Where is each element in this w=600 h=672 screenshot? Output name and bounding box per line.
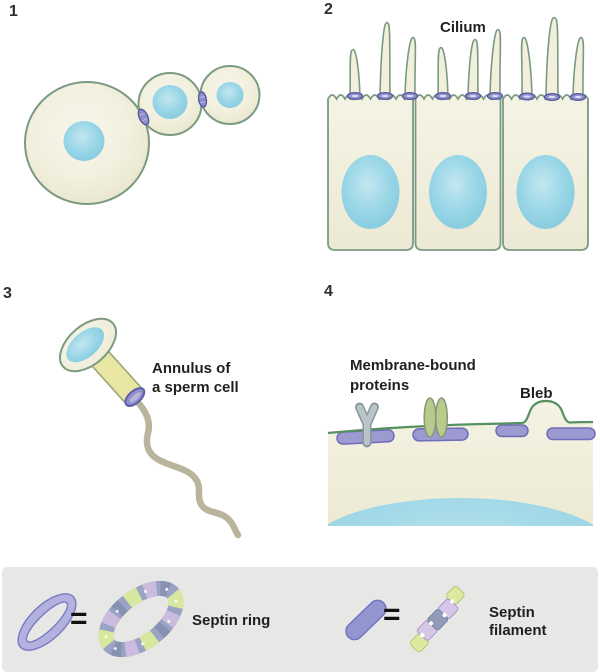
cilium xyxy=(379,21,391,100)
nucleus xyxy=(328,498,593,526)
septin-filaments xyxy=(336,424,596,445)
plasma-membrane xyxy=(327,399,594,435)
panel-1-number: 1 xyxy=(9,3,18,20)
cilium xyxy=(520,36,533,100)
equals-sign: = xyxy=(70,602,88,635)
cilium xyxy=(349,48,361,100)
panel-4-number: 4 xyxy=(324,283,333,300)
membrane-proteins-label-line1: Membrane-bound xyxy=(350,357,476,374)
cilium xyxy=(404,36,417,100)
septin-ring-label: Septin ring xyxy=(192,612,271,629)
septin-rings-cilia-base xyxy=(346,91,587,102)
cilium xyxy=(572,36,585,100)
annulus-label-line2: a sperm cell xyxy=(152,379,239,396)
septin-filament-label-line2: filament xyxy=(489,622,547,639)
septin-ring-structure xyxy=(98,580,184,658)
septin-ring-bud-neck xyxy=(197,91,208,108)
nucleus xyxy=(63,121,105,161)
receptor-protein xyxy=(355,402,379,448)
budding-yeast-illustration xyxy=(24,65,261,205)
ciliated-epithelium-illustration xyxy=(327,16,589,251)
equals-sign: = xyxy=(383,598,401,631)
sperm-head xyxy=(59,317,117,373)
annulus-septin-ring xyxy=(124,387,146,407)
septin-filament xyxy=(495,424,529,438)
panel-2-number: 2 xyxy=(324,1,333,18)
cilium xyxy=(545,16,559,100)
septin-filament-symbol xyxy=(345,599,387,641)
septin-ring-symbol xyxy=(17,593,77,651)
legend xyxy=(2,567,598,672)
nucleus xyxy=(66,327,105,363)
membrane-protein xyxy=(434,397,449,438)
membrane-protein xyxy=(423,397,437,438)
membrane-illustration xyxy=(327,397,596,526)
nuclei xyxy=(341,155,575,229)
annulus-label-line1: Annulus of xyxy=(152,360,231,377)
membrane-proteins-label-line2: proteins xyxy=(350,377,410,394)
nucleus xyxy=(152,85,188,119)
panel-3-number: 3 xyxy=(3,285,12,302)
sperm-tail xyxy=(132,396,242,539)
nucleus xyxy=(216,82,244,108)
cilium xyxy=(467,38,479,100)
bleb-label: Bleb xyxy=(520,385,553,402)
septin-ring-bud-neck xyxy=(137,108,150,126)
septin-filament-structure xyxy=(410,586,465,652)
septin-filament xyxy=(546,427,596,441)
septin-filament-label-line1: Septin xyxy=(489,604,535,621)
sperm-cell-illustration xyxy=(59,317,242,539)
cilia xyxy=(349,16,585,100)
transmembrane-proteins xyxy=(423,397,449,438)
cilium xyxy=(437,46,449,100)
cilium-label: Cilium xyxy=(440,19,486,36)
cilium xyxy=(489,28,502,100)
yeast-cells xyxy=(24,65,261,205)
